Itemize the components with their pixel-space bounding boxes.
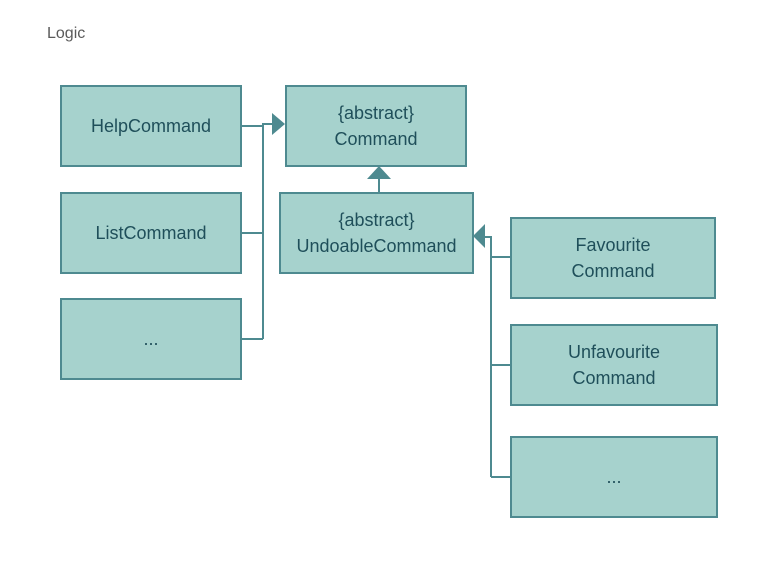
connector-right-trunk — [484, 236, 492, 477]
list-command-box[interactable]: ListCommand — [60, 192, 242, 274]
list-command-label: ListCommand — [95, 223, 207, 243]
arrowhead-to-undoable — [473, 224, 485, 248]
command-label: Command — [334, 129, 418, 149]
diagram-title: Logic — [47, 25, 86, 42]
ellipsis-right-label: ... — [606, 467, 622, 487]
arrowhead-to-command-left — [272, 113, 285, 135]
ellipsis-left-box[interactable]: ... — [60, 298, 242, 380]
unfavourite-command-box[interactable]: Unfavourite Command — [510, 324, 718, 406]
undoable-command-label: UndoableCommand — [296, 236, 457, 256]
command-stereotype: {abstract} — [337, 103, 415, 123]
undoable-command-box[interactable]: {abstract} UndoableCommand — [279, 192, 474, 274]
unfavourite-command-line1: Unfavourite — [567, 342, 661, 362]
favourite-command-line2: Command — [571, 261, 655, 281]
undoable-command-stereotype: {abstract} — [338, 210, 415, 230]
ellipsis-left-label: ... — [143, 329, 159, 349]
help-command-label: HelpCommand — [90, 116, 212, 136]
arrowhead-to-command-bottom — [367, 166, 391, 179]
connector-left-trunk — [262, 123, 273, 339]
unfavourite-command-line2: Command — [572, 368, 656, 388]
help-command-box[interactable]: HelpCommand — [60, 85, 242, 167]
ellipsis-right-box[interactable]: ... — [510, 436, 718, 518]
favourite-command-line1: Favourite — [575, 235, 651, 255]
favourite-command-box[interactable]: Favourite Command — [510, 217, 716, 299]
command-box[interactable]: {abstract} Command — [285, 85, 467, 167]
